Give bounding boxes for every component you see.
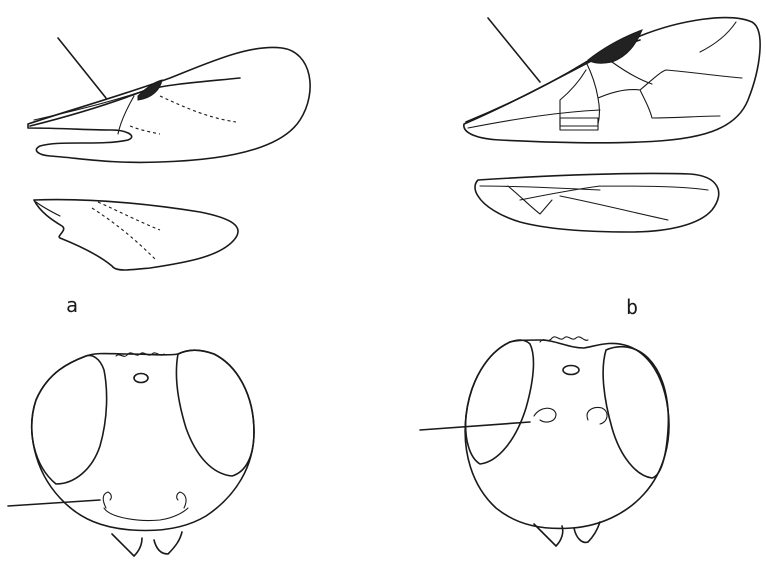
forewing-a-costal-vein	[30, 78, 240, 126]
hindwing-a-dashed-vein-1	[98, 202, 160, 230]
panel-a-wings	[28, 38, 310, 270]
head-b-outline	[465, 340, 669, 528]
head-a-ocellus	[134, 374, 148, 383]
pointer-line-b-head	[420, 422, 530, 430]
pointer-line-b-forewing	[488, 18, 540, 82]
head-a-mandibles	[112, 532, 182, 556]
forewing-a-outline	[28, 47, 310, 162]
hindwing-b-outline	[475, 173, 719, 232]
head-a-right-eye	[176, 350, 254, 476]
head-a-outline	[32, 350, 254, 530]
panel-b-wings	[464, 18, 760, 232]
pointer-line-a-forewing	[58, 38, 106, 98]
forewing-a-stigma	[138, 80, 162, 100]
hindwing-b-veins	[480, 186, 708, 220]
head-a-antennal-socket-left	[103, 492, 111, 508]
head-b-ocellus	[563, 366, 579, 375]
forewing-a-dashed-vein-1	[160, 96, 236, 122]
forewing-a-basal-vein	[118, 96, 134, 134]
forewing-b-discal-cell	[560, 118, 598, 130]
head-a-antennal-socket-right	[177, 492, 186, 508]
panel-a-label: a	[66, 293, 78, 317]
head-b-left-eye	[466, 340, 534, 464]
panel-a-head	[8, 350, 254, 556]
forewing-b-stigma	[588, 30, 642, 63]
head-a-clypeal-margin	[104, 508, 188, 521]
head-a-left-eye	[32, 356, 107, 484]
head-b-antennal-socket-right	[587, 408, 607, 425]
forewing-a-dashed-vein-2	[130, 126, 160, 134]
head-b-antennal-socket-left	[534, 408, 556, 422]
panel-b-label: b	[626, 295, 638, 319]
hindwing-a-outline	[34, 200, 238, 270]
head-b-right-eye	[603, 347, 668, 478]
pointer-line-a-head	[8, 500, 100, 506]
hindwing-a-dashed-vein-2	[92, 208, 156, 260]
panel-b-head	[420, 337, 669, 546]
forewing-b-outline	[464, 18, 760, 143]
